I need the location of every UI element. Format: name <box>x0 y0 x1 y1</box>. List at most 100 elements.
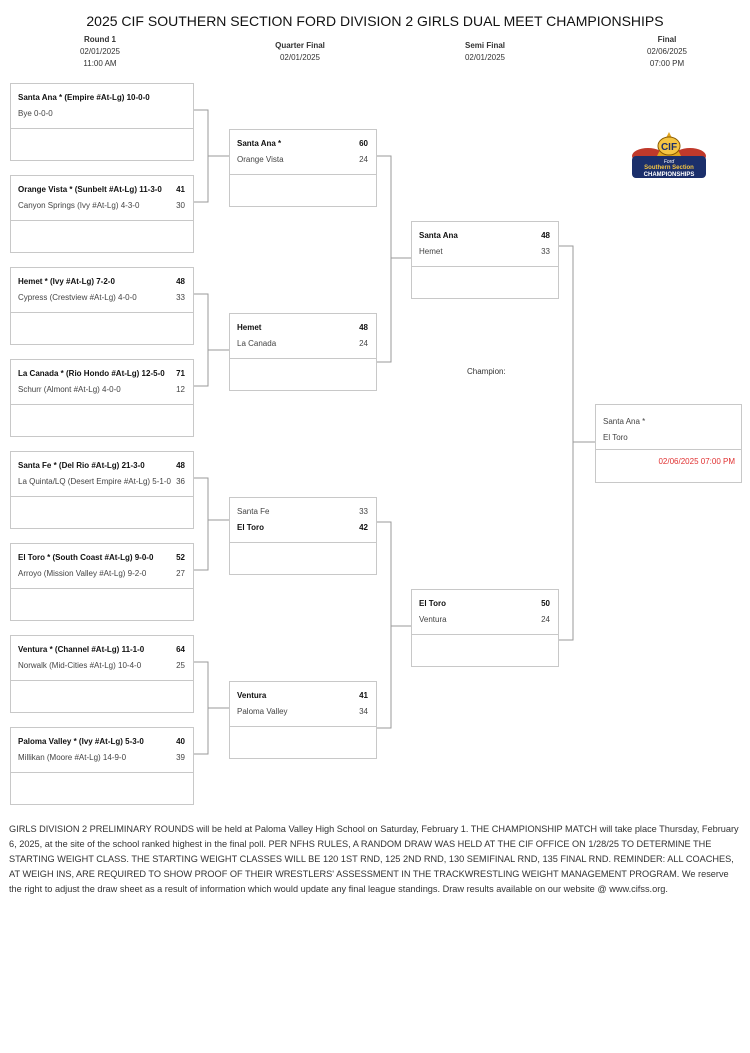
team-row: Norwalk (Mid-Cities #At-Lg) 10-4-0 25 <box>18 660 185 672</box>
team-name: Millikan (Moore #At-Lg) 14-9-0 <box>18 753 127 762</box>
match-divider <box>11 220 193 221</box>
match-divider <box>230 726 376 727</box>
team-name: Orange Vista <box>237 155 284 164</box>
team-score: 12 <box>176 385 185 394</box>
round-name: Semi Final <box>464 41 505 50</box>
team-row: Ventura 24 <box>419 614 550 626</box>
team-score: 24 <box>541 615 550 624</box>
quarterfinal-match-2: Hemet 48 La Canada 24 <box>229 313 377 391</box>
team-name: Hemet * (Ivy #At-Lg) 7-2-0 <box>18 277 115 286</box>
logo-brand-text: Ford <box>664 159 675 165</box>
team-name: El Toro * (South Coast #At-Lg) 9-0-0 <box>18 553 154 562</box>
round-header-quarterfinal: Quarter Final 02/01/2025 <box>250 40 350 64</box>
team-row: Santa Ana * (Empire #At-Lg) 10-0-0 <box>18 92 185 104</box>
team-row: Paloma Valley * (Ivy #At-Lg) 5-3-0 40 <box>18 736 185 748</box>
round-date: 02/01/2025 <box>79 47 121 56</box>
connector-r1-4 <box>192 661 209 755</box>
team-name: Canyon Springs (Ivy #At-Lg) 4-3-0 <box>18 201 140 210</box>
match-divider <box>11 128 193 129</box>
team-score: 48 <box>176 277 185 286</box>
champion-label: Champion: <box>467 367 506 376</box>
team-row: Hemet 33 <box>419 246 550 258</box>
team-score: 34 <box>359 707 368 716</box>
round-date: 02/01/2025 <box>464 53 506 62</box>
team-name: Paloma Valley <box>237 707 288 716</box>
team-row: La Quinta/LQ (Desert Empire #At-Lg) 5-1-… <box>18 476 185 488</box>
team-row: Arroyo (Mission Valley #At-Lg) 9-2-0 27 <box>18 568 185 580</box>
round1-match-3: Hemet * (Ivy #At-Lg) 7-2-0 48 Cypress (C… <box>10 267 194 345</box>
team-name: Santa Ana <box>419 231 458 240</box>
round1-match-5: Santa Fe * (Del Rio #At-Lg) 21-3-0 48 La… <box>10 451 194 529</box>
team-row: La Canada * (Rio Hondo #At-Lg) 12-5-0 71 <box>18 368 185 380</box>
team-score: 33 <box>541 247 550 256</box>
team-score: 64 <box>176 645 185 654</box>
team-row: El Toro * (South Coast #At-Lg) 9-0-0 52 <box>18 552 185 564</box>
quarterfinal-match-4: Ventura 41 Paloma Valley 34 <box>229 681 377 759</box>
team-name: Ventura <box>419 615 447 624</box>
team-name: Cypress (Crestview #At-Lg) 4-0-0 <box>18 293 137 302</box>
team-row: Millikan (Moore #At-Lg) 14-9-0 39 <box>18 752 185 764</box>
round1-match-8: Paloma Valley * (Ivy #At-Lg) 5-3-0 40 Mi… <box>10 727 194 805</box>
cif-championships-logo: CIF Ford Southern Section CHAMPIONSHIPS <box>632 132 706 178</box>
team-score: 48 <box>359 323 368 332</box>
final-match: Santa Ana * El Toro 02/06/2025 07:00 PM <box>595 404 742 483</box>
team-row: Orange Vista * (Sunbelt #At-Lg) 11-3-0 4… <box>18 184 185 196</box>
team-name: Paloma Valley * (Ivy #At-Lg) 5-3-0 <box>18 737 144 746</box>
team-name: Bye 0-0-0 <box>18 109 53 118</box>
team-score: 42 <box>359 523 368 532</box>
team-name: Santa Fe * (Del Rio #At-Lg) 21-3-0 <box>18 461 145 470</box>
match-divider <box>11 772 193 773</box>
team-score: 60 <box>359 139 368 148</box>
match-divider <box>230 358 376 359</box>
team-name: Orange Vista * (Sunbelt #At-Lg) 11-3-0 <box>18 185 162 194</box>
team-row: Santa Fe 33 <box>237 506 368 518</box>
connector-qf-1 <box>376 155 392 363</box>
round-time: 11:00 AM <box>83 59 117 68</box>
round-header-semifinal: Semi Final 02/01/2025 <box>435 40 535 64</box>
team-score: 71 <box>176 369 185 378</box>
team-score: 36 <box>176 477 185 486</box>
team-name: El Toro <box>237 523 264 532</box>
round-name: Round 1 <box>84 35 116 44</box>
team-score: 25 <box>176 661 185 670</box>
tournament-notes: GIRLS DIVISION 2 PRELIMINARY ROUNDS will… <box>9 824 739 894</box>
final-datetime: 02/06/2025 07:00 PM <box>658 457 735 466</box>
team-name: Arroyo (Mission Valley #At-Lg) 9-2-0 <box>18 569 147 578</box>
team-row: El Toro 50 <box>419 598 550 610</box>
team-score: 27 <box>176 569 185 578</box>
round1-match-7: Ventura * (Channel #At-Lg) 11-1-0 64 Nor… <box>10 635 194 713</box>
round1-match-6: El Toro * (South Coast #At-Lg) 9-0-0 52 … <box>10 543 194 621</box>
team-score: 48 <box>541 231 550 240</box>
round1-match-1: Santa Ana * (Empire #At-Lg) 10-0-0 Bye 0… <box>10 83 194 161</box>
team-score: 24 <box>359 155 368 164</box>
team-row: Cypress (Crestview #At-Lg) 4-0-0 33 <box>18 292 185 304</box>
logo-cif-text: CIF <box>661 142 677 153</box>
page-title: 2025 CIF SOUTHERN SECTION FORD DIVISION … <box>86 13 664 29</box>
team-row: Santa Fe * (Del Rio #At-Lg) 21-3-0 48 <box>18 460 185 472</box>
team-score: 39 <box>176 753 185 762</box>
team-row: Hemet * (Ivy #At-Lg) 7-2-0 48 <box>18 276 185 288</box>
match-divider <box>11 588 193 589</box>
round-header-final: Final 02/06/2025 07:00 PM <box>627 34 707 70</box>
connector-r1-3 <box>192 477 209 571</box>
match-divider <box>596 449 741 450</box>
round-time: 07:00 PM <box>649 59 685 68</box>
match-divider <box>11 404 193 405</box>
team-row: Schurr (Almont #At-Lg) 4-0-0 12 <box>18 384 185 396</box>
team-name: Ventura * (Channel #At-Lg) 11-1-0 <box>18 645 145 654</box>
match-divider <box>11 496 193 497</box>
team-row: Ventura * (Channel #At-Lg) 11-1-0 64 <box>18 644 185 656</box>
team-row: Orange Vista 24 <box>237 154 368 166</box>
team-score: 50 <box>541 599 550 608</box>
match-divider <box>11 312 193 313</box>
team-name: El Toro <box>419 599 446 608</box>
team-row: Paloma Valley 34 <box>237 706 368 718</box>
round-name: Quarter Final <box>275 41 325 50</box>
team-row: Santa Ana * 60 <box>237 138 368 150</box>
match-divider <box>412 266 558 267</box>
team-score: 52 <box>176 553 185 562</box>
match-divider <box>230 174 376 175</box>
final-team-2: El Toro <box>603 433 628 442</box>
team-score: 40 <box>176 737 185 746</box>
team-name: La Quinta/LQ (Desert Empire #At-Lg) 5-1-… <box>18 477 171 486</box>
